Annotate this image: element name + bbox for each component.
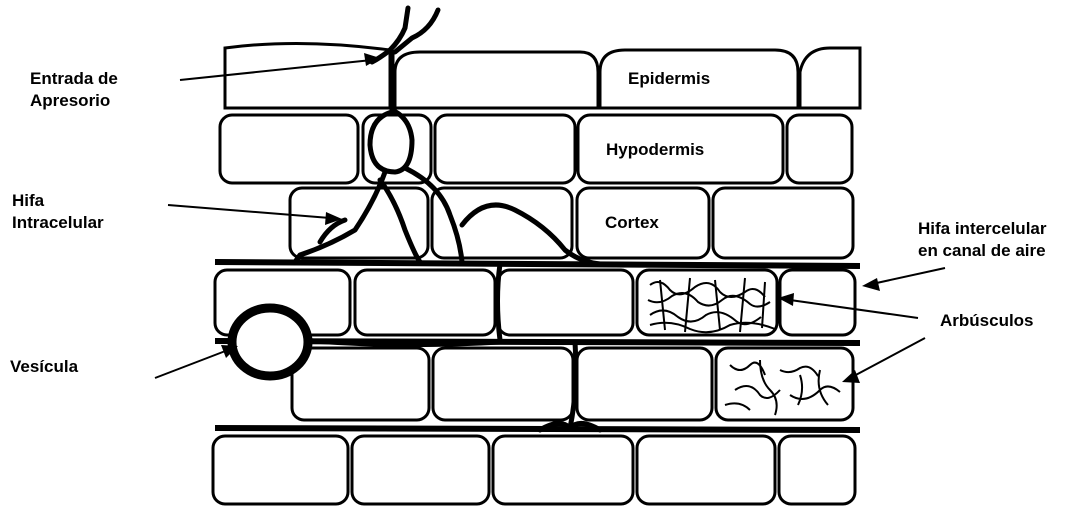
cortex-label: Cortex bbox=[605, 213, 659, 232]
label-hifa-intracelular: Hifa Intracelular bbox=[12, 190, 104, 234]
label-hifa-intercelular: Hifa intercelular en canal de aire bbox=[918, 218, 1047, 262]
hypodermis-cell bbox=[787, 115, 852, 183]
epidermis-cell bbox=[395, 52, 598, 108]
label-entrada-line1: Entrada de bbox=[30, 68, 118, 90]
hypodermis-layer bbox=[220, 115, 852, 183]
cortex-cell bbox=[292, 348, 429, 420]
label-entrada-apresorio: Entrada de Apresorio bbox=[30, 68, 118, 112]
cortex-cell bbox=[577, 348, 712, 420]
cortex-cell bbox=[493, 436, 633, 504]
epidermis-cell bbox=[225, 43, 390, 108]
label-hifa-intra-line1: Hifa bbox=[12, 190, 104, 212]
hypodermis-cell bbox=[435, 115, 575, 183]
label-hifa-inter-line2: en canal de aire bbox=[918, 240, 1047, 262]
cortex-cell bbox=[637, 436, 775, 504]
hypodermis-cell bbox=[220, 115, 358, 183]
cortex-cell bbox=[779, 436, 855, 504]
hypodermis-label: Hypodermis bbox=[606, 140, 704, 159]
vesicle bbox=[232, 308, 308, 376]
cortex-cell bbox=[713, 188, 853, 258]
label-entrada-line2: Apresorio bbox=[30, 90, 118, 112]
cortex-cell bbox=[433, 348, 573, 420]
cortex-cell bbox=[498, 270, 633, 335]
epidermis-label: Epidermis bbox=[628, 69, 710, 88]
hypha-intercellular bbox=[498, 264, 501, 340]
cortex-layer-4 bbox=[213, 436, 855, 504]
arrow-hifa-intercelular bbox=[872, 268, 945, 284]
label-arbusculos: Arbúsculos bbox=[940, 310, 1034, 332]
cortex-layer-2 bbox=[215, 270, 855, 335]
arrow-vesicula bbox=[155, 350, 228, 378]
arrow-arbusculos-lower bbox=[852, 338, 925, 377]
cortex-cell bbox=[213, 436, 348, 504]
label-vesicula: Vesícula bbox=[10, 356, 78, 378]
arrowhead bbox=[862, 278, 880, 291]
cortex-cell bbox=[355, 270, 495, 335]
air-channel-wall bbox=[215, 428, 860, 430]
epidermis-cell bbox=[800, 48, 860, 108]
label-hifa-inter-line1: Hifa intercelular bbox=[918, 218, 1047, 240]
arbuscule-cell bbox=[716, 348, 853, 420]
epidermis-layer bbox=[225, 43, 860, 108]
air-channel-wall bbox=[215, 262, 860, 266]
cortex-cell bbox=[352, 436, 489, 504]
label-hifa-intra-line2: Intracelular bbox=[12, 212, 104, 234]
